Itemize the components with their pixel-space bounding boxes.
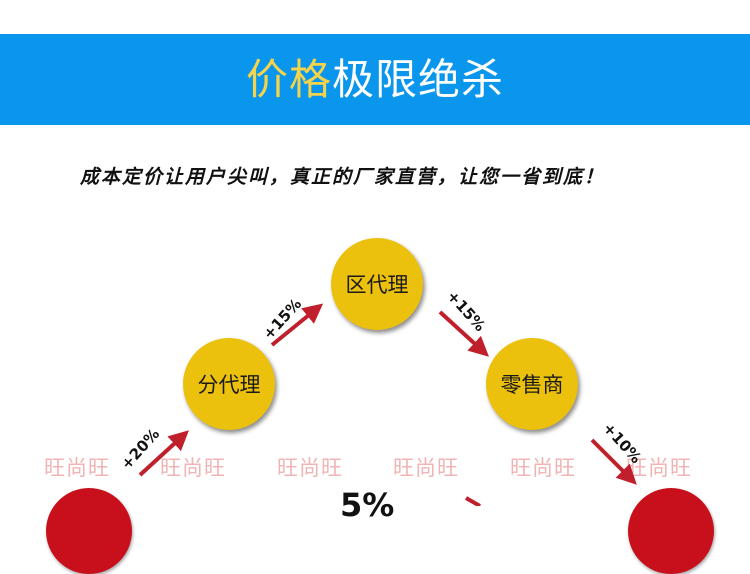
node-retailer: 零售商 xyxy=(486,338,578,430)
price-banner: 价格极限绝杀 xyxy=(0,34,750,125)
banner-title-rest: 极限绝杀 xyxy=(332,54,505,104)
watermark: 旺尚旺 xyxy=(393,456,459,480)
flow-arrows xyxy=(138,303,637,506)
arrow-bottom-partial xyxy=(465,496,481,506)
slogan-text: 成本定价让用户尖叫，真正的厂家直营，让您一省到底！ xyxy=(80,166,606,188)
watermark: 旺尚旺 xyxy=(626,456,692,480)
arrow-left-to-branch xyxy=(138,430,189,477)
node-branch-agent: 分代理 xyxy=(183,338,275,430)
banner-title-highlight: 价格 xyxy=(245,54,332,104)
watermark: 旺尚旺 xyxy=(44,456,110,480)
node-district-agent: 区代理 xyxy=(331,238,423,330)
arrow-retail-to-right xyxy=(590,438,637,485)
red-circle-left xyxy=(46,488,132,574)
bottom-percent-partial: 5% xyxy=(340,486,395,524)
red-circle-right xyxy=(628,488,714,574)
arrow-district-to-retail xyxy=(438,310,489,357)
watermark: 旺尚旺 xyxy=(160,456,226,480)
watermark: 旺尚旺 xyxy=(277,456,343,480)
banner-title: 价格极限绝杀 xyxy=(246,58,504,101)
arrow-branch-to-district xyxy=(270,303,324,347)
watermark: 旺尚旺 xyxy=(510,456,576,480)
